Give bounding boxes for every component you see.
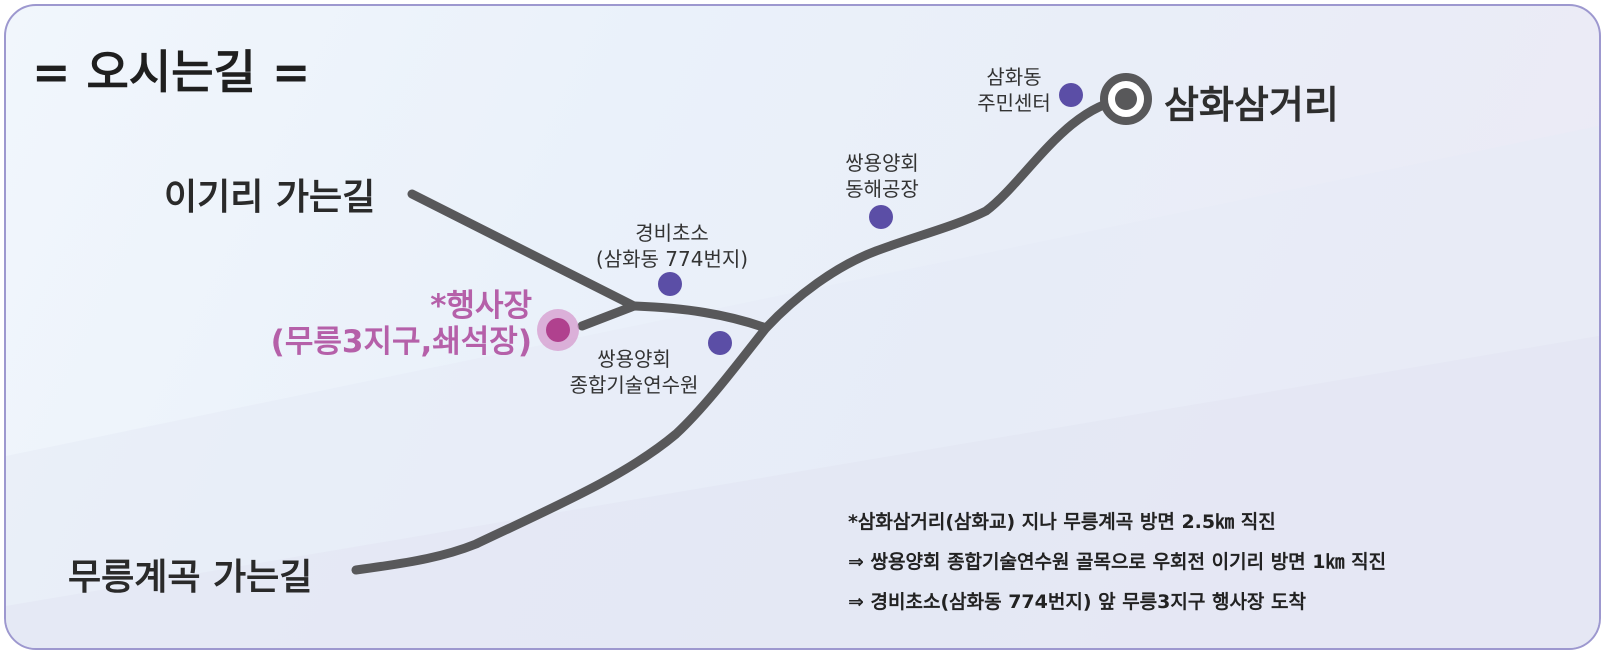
igiri-road <box>407 189 639 311</box>
landmark-dot-training-center <box>708 331 732 355</box>
page-title: = 오시는길 = <box>32 45 311 99</box>
landmark-training-center: 쌍용양회 종합기술연수원 <box>554 346 714 398</box>
destination-label: 삼화삼거리 <box>1164 83 1339 127</box>
landmark-community-center: 삼화동 주민센터 <box>964 64 1064 116</box>
venue-marker <box>546 318 570 342</box>
directions-notes: *삼화삼거리(삼화교) 지나 무릉계곡 방면 2.5㎞ 직진 ⇒ 쌍용양회 종합… <box>848 502 1386 622</box>
venue-label-line1: *행사장 <box>430 288 532 324</box>
route-map <box>6 73 1599 648</box>
background-band-lower <box>6 336 1599 648</box>
main-road <box>351 94 1131 575</box>
landmark-guard-post-line1: 경비초소 <box>635 221 709 245</box>
direction-step-2: ⇒ 쌍용양회 종합기술연수원 골목으로 우회전 이기리 방면 1㎞ 직진 <box>848 551 1387 573</box>
igiri-road-label: 이기리 가는길 <box>164 177 376 218</box>
landmark-dot-community-center <box>1059 83 1083 107</box>
landmark-community-center-line2: 주민센터 <box>977 91 1051 115</box>
landmark-training-center-line2: 종합기술연수원 <box>569 373 699 397</box>
landmark-community-center-line1: 삼화동 <box>986 65 1042 89</box>
landmark-guard-post: 경비초소 (삼화동 774번지) <box>582 220 762 272</box>
landmark-dot-guard-post <box>658 272 682 296</box>
landmark-training-center-line1: 쌍용양회 <box>597 347 671 371</box>
destination-marker-core <box>1115 88 1137 110</box>
landmark-dot-ssangyong-factory <box>869 205 893 229</box>
directions-map-card: = 오시는길 = 이기리 가는길 무릉계곡 가는길 삼화삼거리 삼화동 주민센터… <box>4 4 1601 650</box>
mureung-road-label: 무릉계곡 가는길 <box>68 557 313 598</box>
venue-label-line2: (무릉3지구,쇄석장) <box>270 324 532 360</box>
direction-step-1: *삼화삼거리(삼화교) 지나 무릉계곡 방면 2.5㎞ 직진 <box>848 511 1276 533</box>
venue-connector-road <box>577 301 771 333</box>
venue-label: *행사장 (무릉3지구,쇄석장) <box>232 288 532 360</box>
landmark-ssangyong-factory: 쌍용양회 동해공장 <box>832 150 932 202</box>
landmark-guard-post-line2: (삼화동 774번지) <box>595 247 749 271</box>
direction-step-3: ⇒ 경비초소(삼화동 774번지) 앞 무릉3지구 행사장 도착 <box>848 591 1306 613</box>
landmark-ssangyong-factory-line1: 쌍용양회 <box>845 151 919 175</box>
landmark-ssangyong-factory-line2: 동해공장 <box>845 177 919 201</box>
